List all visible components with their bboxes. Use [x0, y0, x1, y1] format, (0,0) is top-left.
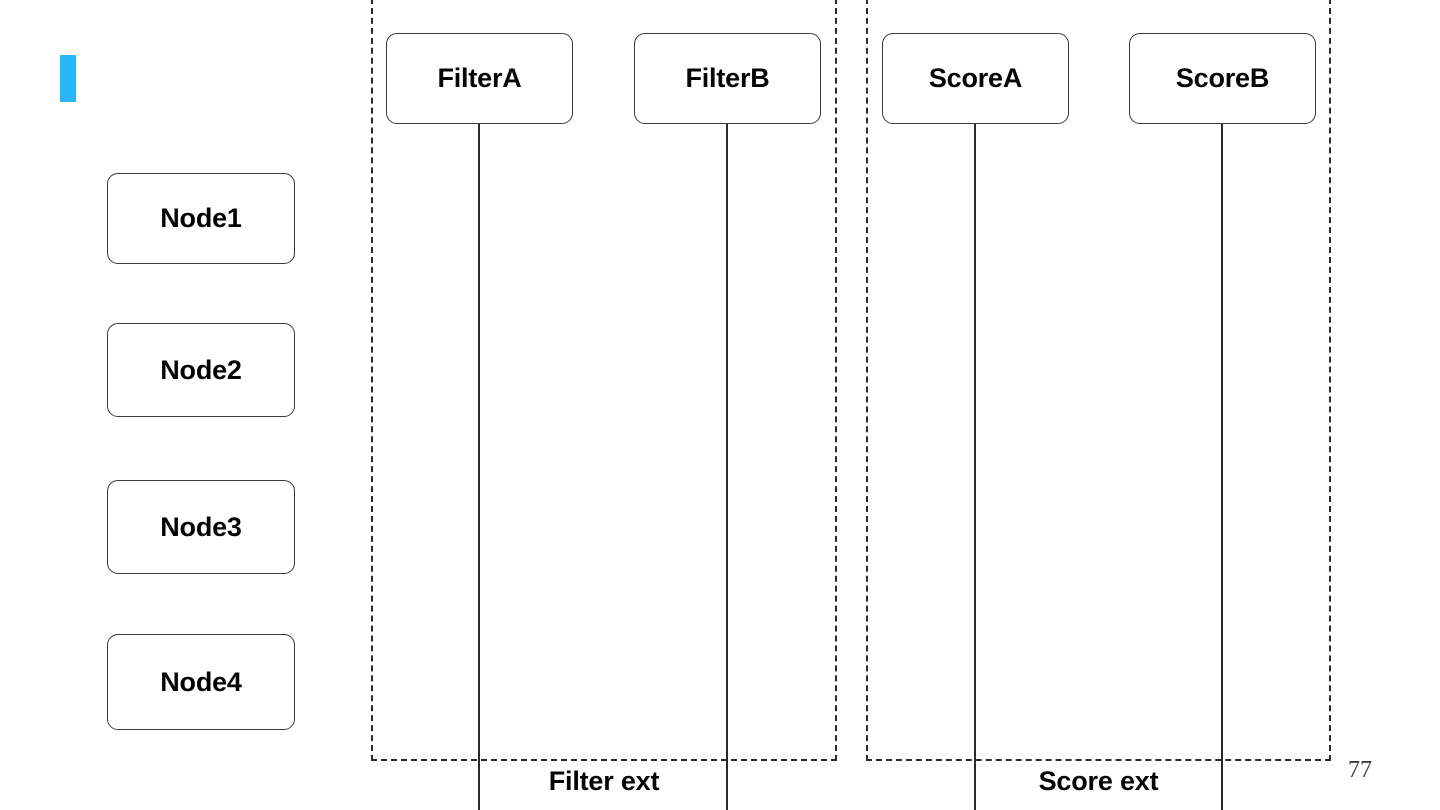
- group-label-score-ext: Score ext: [1038, 766, 1159, 796]
- component-box-filter-a-label: FilterA: [437, 63, 522, 93]
- node-box-4-label: Node4: [160, 666, 242, 697]
- component-box-filter-b-label: FilterB: [685, 63, 770, 93]
- group-label-filter-ext: Filter ext: [548, 766, 660, 796]
- node-box-4[interactable]: Node4: [107, 634, 295, 730]
- component-box-filter-b[interactable]: FilterB: [634, 33, 821, 124]
- accent-bar: [60, 55, 76, 102]
- node-box-1-label: Node1: [160, 203, 242, 233]
- node-box-3[interactable]: Node3: [107, 480, 295, 574]
- connector-line-filter-a: [478, 124, 480, 810]
- component-box-score-a[interactable]: ScoreA: [882, 33, 1069, 124]
- node-box-2-label: Node2: [160, 354, 242, 385]
- group-container-filter-ext: [371, 0, 837, 761]
- component-box-filter-a[interactable]: FilterA: [386, 33, 573, 124]
- page-number: 77: [1348, 757, 1372, 783]
- component-box-score-b[interactable]: ScoreB: [1129, 33, 1316, 124]
- component-box-score-b-label: ScoreB: [1175, 63, 1270, 93]
- connector-line-filter-b: [726, 124, 728, 810]
- node-box-3-label: Node3: [160, 511, 242, 542]
- connector-line-score-b: [1221, 124, 1223, 810]
- group-container-score-ext: [866, 0, 1331, 761]
- component-box-score-a-label: ScoreA: [928, 63, 1023, 93]
- node-box-2[interactable]: Node2: [107, 323, 295, 417]
- node-box-1[interactable]: Node1: [107, 173, 295, 264]
- connector-line-score-a: [974, 124, 976, 810]
